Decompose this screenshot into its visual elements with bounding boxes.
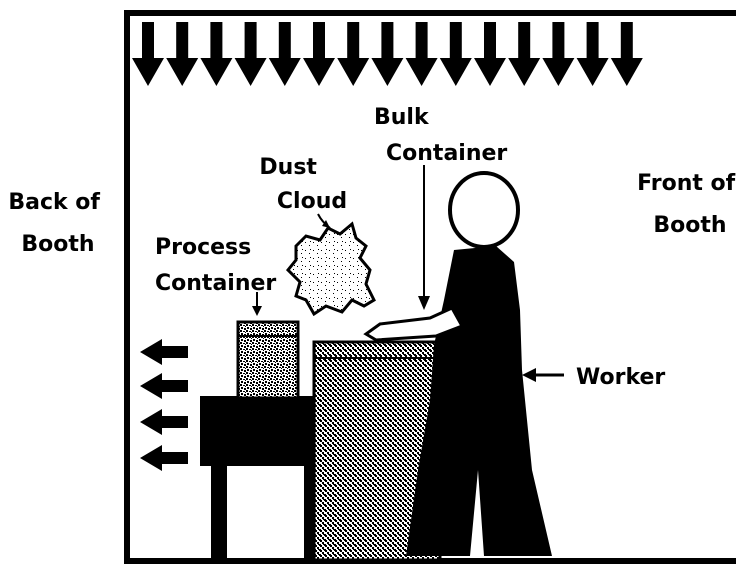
down-arrow-icon bbox=[474, 22, 506, 86]
bulk-container-line-1: Bulk bbox=[374, 105, 430, 130]
left-arrow-icon bbox=[140, 373, 188, 399]
down-arrow-icon bbox=[542, 22, 575, 86]
dust-cloud-line-1: Dust bbox=[259, 155, 317, 180]
down-arrow-icon bbox=[234, 22, 267, 86]
front-of-booth-line-1: Front of bbox=[637, 171, 736, 196]
process-container-line-1: Process bbox=[155, 235, 251, 260]
front-of-booth-line-2: Booth bbox=[653, 213, 726, 238]
down-arrow-icon bbox=[371, 22, 404, 86]
callout-lines bbox=[252, 165, 564, 382]
front-of-booth-label: Front of Booth bbox=[637, 171, 743, 238]
back-of-booth-label: Back of Booth bbox=[8, 190, 107, 257]
process-container bbox=[236, 320, 300, 400]
down-arrow-icon bbox=[268, 22, 301, 86]
down-arrow-icon bbox=[166, 22, 199, 86]
down-arrow-icon bbox=[508, 22, 541, 86]
dust-cloud-line-2: Cloud bbox=[277, 189, 347, 214]
down-arrow-icon bbox=[200, 22, 233, 86]
down-arrow-icon bbox=[303, 22, 335, 86]
process-container-line-2: Container bbox=[155, 271, 276, 296]
worker-figure bbox=[363, 171, 552, 556]
dust-cloud-label: Dust Cloud bbox=[259, 155, 347, 214]
bulk-container-label: Bulk Container bbox=[374, 105, 507, 166]
downward-airflow-arrows bbox=[132, 22, 643, 86]
worker-arm bbox=[363, 306, 465, 342]
down-arrow-icon bbox=[405, 22, 438, 86]
down-arrow-icon bbox=[610, 22, 643, 86]
down-arrow-icon bbox=[132, 22, 164, 86]
back-of-booth-line-2: Booth bbox=[21, 232, 94, 257]
labels: Back of Booth Front of Booth Dust Cloud … bbox=[8, 105, 743, 390]
worker-head bbox=[448, 171, 520, 249]
down-arrow-icon bbox=[439, 22, 472, 86]
dust-cloud bbox=[285, 221, 376, 317]
left-arrow-icon bbox=[140, 445, 188, 471]
left-arrow-icon bbox=[140, 339, 188, 365]
bulk-container-line-2: Container bbox=[386, 141, 507, 166]
down-arrow-icon bbox=[337, 22, 370, 86]
down-arrow-icon bbox=[576, 22, 609, 86]
exhaust-airflow-arrows bbox=[140, 339, 188, 471]
left-arrow-icon bbox=[140, 409, 188, 435]
process-container-label: Process Container bbox=[155, 235, 276, 296]
worker-label: Worker bbox=[576, 365, 665, 390]
back-of-booth-line-1: Back of bbox=[8, 190, 100, 215]
